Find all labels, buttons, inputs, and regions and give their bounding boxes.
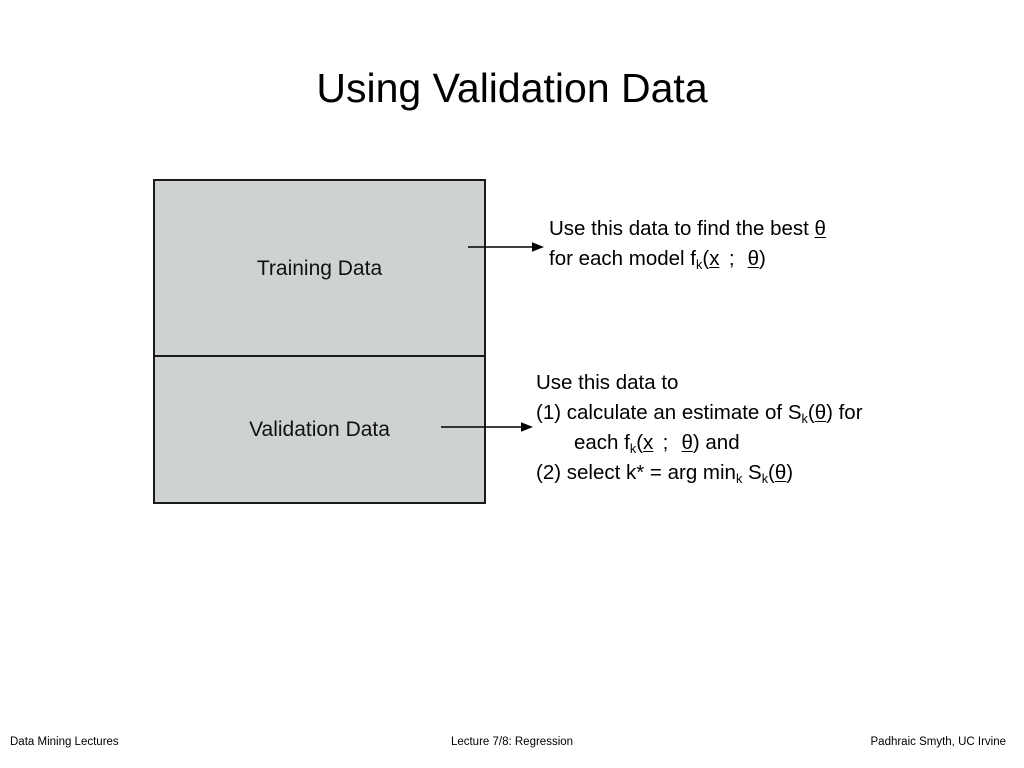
x-symbol: x xyxy=(643,431,654,454)
subscript-k: k xyxy=(735,471,743,487)
training-annotation: Use this data to find the best θ for eac… xyxy=(549,214,826,274)
separator-semicolon: ; xyxy=(653,431,682,454)
footer-author: Padhraic Smyth, UC Irvine xyxy=(870,736,1007,748)
validation-annotation-line-4: (2) select k* = arg mink Sk(θ) xyxy=(536,458,863,488)
paren-close: ) xyxy=(759,247,766,270)
training-annotation-line-1: Use this data to find the best θ xyxy=(549,214,826,244)
validation-data-label: Validation Data xyxy=(249,418,390,441)
training-annotation-line-2: for each model fk(x ; θ) xyxy=(549,244,826,274)
paren-open: ( xyxy=(768,461,775,484)
x-symbol: x xyxy=(709,247,720,270)
validation-data-box[interactable]: Validation Data xyxy=(155,357,484,502)
validation-annotation-line-3-text: each f xyxy=(574,431,630,454)
training-data-box[interactable]: Training Data xyxy=(155,181,484,357)
data-split-diagram: Training Data Validation Data xyxy=(153,179,486,504)
paren-close-for: ) for xyxy=(826,401,863,424)
validation-arrow-icon xyxy=(441,420,533,434)
training-annotation-line-1-text: Use this data to find the best xyxy=(549,217,815,240)
paren-open: ( xyxy=(702,247,710,270)
training-annotation-line-2-text: for each model f xyxy=(549,247,696,270)
paren-close: ) xyxy=(786,461,794,484)
separator-semicolon: ; xyxy=(719,247,748,270)
paren-close-and: ) and xyxy=(692,431,740,454)
paren-open: ( xyxy=(636,431,644,454)
training-data-label: Training Data xyxy=(256,256,383,280)
theta-symbol: θ xyxy=(747,247,760,270)
validation-annotation-line-4-text: (2) select k* = arg min xyxy=(536,461,736,484)
validation-annotation: Use this data to (1) calculate an estima… xyxy=(536,368,863,488)
paren-open: ( xyxy=(807,401,815,424)
training-arrow-icon xyxy=(468,240,544,254)
slide-footer: Data Mining Lectures Lecture 7/8: Regres… xyxy=(0,736,1024,756)
footer-course-name: Data Mining Lectures xyxy=(10,736,119,748)
theta-symbol: θ xyxy=(814,401,827,424)
theta-symbol: θ xyxy=(681,431,693,454)
theta-symbol: θ xyxy=(814,217,826,240)
validation-annotation-line-2: (1) calculate an estimate of Sk(θ) for xyxy=(536,398,863,428)
subscript-k: k xyxy=(761,471,769,487)
page-title: Using Validation Data xyxy=(316,65,708,111)
validation-annotation-line-3: each fk(x ; θ) and xyxy=(536,428,863,458)
subscript-k: k xyxy=(629,441,637,457)
score-symbol: S xyxy=(742,461,762,484)
footer-lecture-title: Lecture 7/8: Regression xyxy=(450,736,574,748)
subscript-k: k xyxy=(696,257,703,273)
validation-annotation-line-2-text: (1) calculate an estimate of S xyxy=(536,401,802,424)
validation-annotation-line-1: Use this data to xyxy=(536,371,679,394)
theta-symbol: θ xyxy=(774,461,787,484)
subscript-k: k xyxy=(801,411,808,427)
